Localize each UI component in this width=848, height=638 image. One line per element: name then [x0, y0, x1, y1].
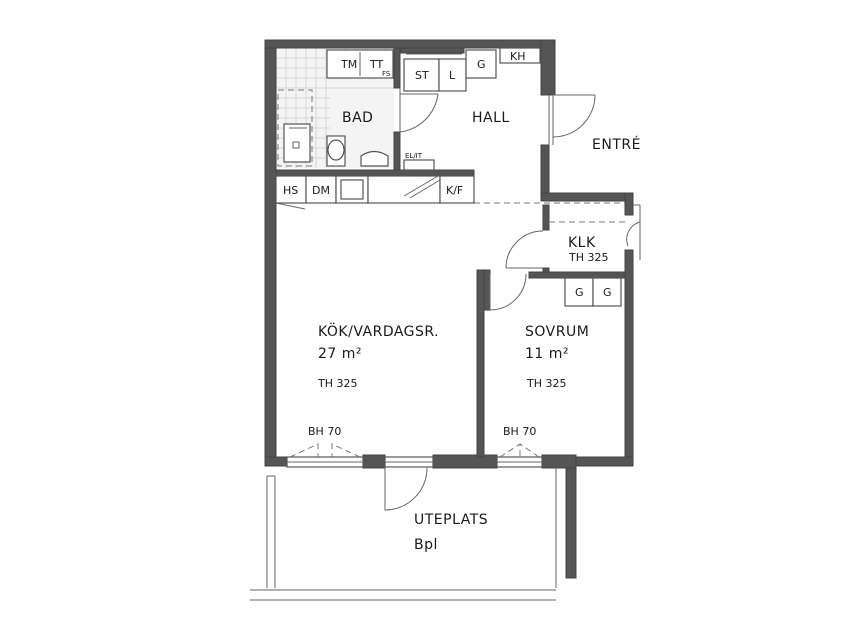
bpl-label: Bpl [414, 537, 438, 553]
bad-label: BAD [342, 110, 373, 126]
bedroom-wardrobes [564, 277, 622, 307]
doors [384, 88, 641, 511]
g2-label: G [603, 286, 612, 299]
kok-label: KÖK/VARDAGSR. [318, 322, 439, 340]
klk-label: KLK [568, 235, 596, 251]
hall-label: HALL [472, 110, 510, 126]
kok-height: TH 325 [317, 377, 357, 390]
kf-label: K/F [446, 184, 463, 197]
sovrum-area: 11 m² [525, 346, 569, 362]
windows [286, 443, 543, 468]
bh-right-label: BH 70 [503, 425, 536, 438]
g-hall-label: G [477, 58, 486, 71]
klk-height: TH 325 [568, 251, 608, 264]
entre-label: ENTRÉ [592, 136, 641, 153]
uteplats-label: UTEPLATS [414, 512, 488, 528]
kok-area: 27 m² [318, 346, 362, 362]
kh-label: KH [510, 50, 526, 63]
dm-label: DM [312, 184, 330, 197]
hs-label: HS [283, 184, 298, 197]
l-label: L [449, 69, 456, 82]
fs-label: FS [382, 70, 391, 78]
tm-label: TM [340, 58, 357, 71]
sovrum-height: TH 325 [526, 377, 566, 390]
kitchen-counter [275, 175, 475, 204]
fixture-labels: TM TT FS ST L G KH EL/IT HS DM K/F G G B… [283, 50, 612, 438]
bathroom-fixtures [277, 49, 394, 167]
elit-label: EL/IT [405, 152, 423, 160]
hall-wardrobes [403, 47, 541, 171]
bh-left-label: BH 70 [308, 425, 341, 438]
tt-label: TT [369, 58, 384, 71]
room-labels: BAD HALL ENTRÉ KLK TH 325 KÖK/VARDAGSR. … [317, 110, 641, 553]
walls [264, 39, 634, 579]
st-label: ST [415, 69, 429, 82]
sovrum-label: SOVRUM [525, 324, 589, 340]
g1-label: G [575, 286, 584, 299]
